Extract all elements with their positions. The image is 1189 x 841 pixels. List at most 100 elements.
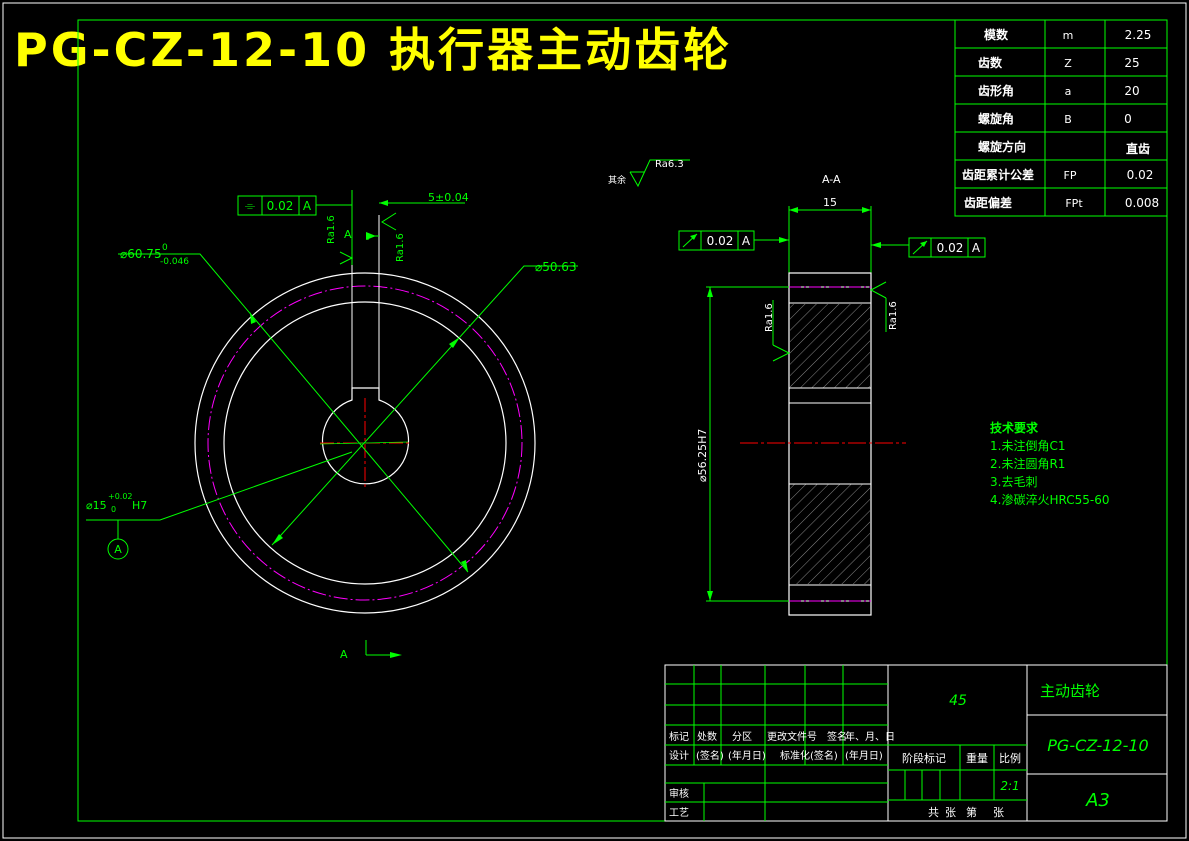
title-block: 标记 处数 分区 更改文件号 签名 年、月、日 设计 (签名) (年月日) 标准… [664, 664, 1168, 822]
tb-drawing-number: PG-CZ-12-10 [1047, 736, 1148, 755]
section-hatch-lower [790, 484, 870, 584]
tech-item: 4.渗碳淬火HRC55-60 [990, 492, 1109, 507]
gear-parameter-table: 模数 m 2.25 齿数 Z 25 齿形角 a 20 螺旋角 B 0 螺旋方向 … [954, 19, 1168, 217]
tb-sheet-unit: 张 [993, 806, 1004, 819]
drawing-title: PG-CZ-12-10 执行器主动齿轮 [14, 23, 733, 77]
tb-date-placeholder: (年月日) [845, 749, 883, 762]
flatness-symbol: ⌯ [245, 199, 256, 214]
param-sym-5: FP [1064, 169, 1077, 182]
key-width-dim: 5±0.04 [428, 191, 469, 204]
tech-item: 3.去毛刺 [990, 475, 1037, 489]
front-view: ⌀60.75 0 -0.046 ⌀50.63 ⌀15 +0.02 0 H7 A … [86, 190, 578, 661]
bore-dia-label: ⌀15 [86, 499, 107, 512]
bore-leader [86, 451, 353, 521]
param-val-3: 0 [1124, 112, 1132, 126]
tb-design-label: 设计 [669, 749, 689, 762]
inner-dia-leader [271, 265, 578, 546]
datum-label: A [114, 543, 122, 556]
runout-frame-left: 0.02 A [678, 230, 789, 251]
technical-requirements: 技术要求 1.未注倒角C1 2.未注圆角R1 3.去毛刺 4.渗碳淬火HRC55… [990, 420, 1109, 507]
param-name-2: 齿形角 [978, 83, 1014, 98]
tb-count-label: 处数 [697, 730, 717, 743]
tb-review-label: 审核 [669, 787, 689, 800]
tb-stage-label: 阶段标记 [902, 751, 946, 765]
param-name-5: 齿距累计公差 [962, 167, 1034, 182]
root-circle [223, 301, 507, 585]
param-name-6: 齿距偏差 [964, 195, 1012, 210]
tb-craft-label: 工艺 [669, 807, 689, 819]
keyway-ra-right: Ra1.6 [395, 233, 406, 262]
tb-change-doc-label: 更改文件号 [767, 730, 817, 743]
param-name-3: 螺旋角 [978, 111, 1014, 126]
rest-roughness-label: 其余 [608, 174, 626, 186]
outer-circle [194, 272, 536, 614]
outer-dia-lower: -0.046 [160, 257, 189, 267]
param-sym-2: a [1065, 85, 1072, 98]
tb-sheets-unit: 张 [945, 806, 956, 819]
tb-zone-label: 分区 [732, 731, 752, 743]
tb-date-label: 年、月、日 [845, 730, 895, 743]
datum-circle [107, 538, 129, 560]
tb-weight-label: 重量 [966, 751, 988, 765]
param-val-2: 20 [1124, 84, 1139, 98]
tb-sign-placeholder: (签名) [810, 749, 838, 762]
param-val-0: 2.25 [1125, 28, 1152, 42]
bore-dia-lower: 0 [111, 505, 116, 514]
tb-scale-label: 比例 [999, 751, 1021, 765]
tb-sheet-index: 第 [966, 805, 977, 819]
pitch-circle [207, 285, 523, 601]
runout-arrow-icon [690, 234, 697, 240]
tech-heading: 技术要求 [990, 420, 1039, 435]
side-section-view: 其余 Ra6.3 A-A 15 0.02 A [608, 159, 986, 616]
bore-keyway [321, 387, 410, 485]
runout-left-tol: 0.02 [707, 234, 734, 248]
flatness-datum: A [303, 199, 312, 213]
tb-mark-label: 标记 [669, 731, 689, 743]
flatness-frame: ⌯ 0.02 A [237, 190, 353, 265]
section-title: A-A [822, 173, 841, 186]
view-arrow-icon [390, 652, 402, 658]
runout-left-datum: A [742, 234, 751, 248]
tb-sign-label: 签名 [827, 730, 847, 743]
tb-date-placeholder: (年月日) [728, 749, 766, 762]
tb-sheet-size: A3 [1085, 790, 1110, 811]
side-ra-right: Ra1.6 [888, 301, 899, 330]
param-name-1: 齿数 [978, 55, 1003, 70]
param-val-4: 直齿 [1126, 141, 1150, 156]
outer-dia-upper: 0 [162, 243, 168, 253]
flatness-tolerance: 0.02 [267, 199, 294, 213]
bore-fit-label: H7 [132, 499, 147, 512]
gear-section-outline [788, 272, 872, 616]
param-sym-6: FPt [1065, 197, 1083, 210]
outer-dia-leader [118, 253, 469, 573]
runout-arrow-icon [920, 241, 927, 247]
tb-scale-value: 2:1 [1000, 779, 1019, 793]
param-val-1: 25 [1124, 56, 1139, 70]
tech-item: 1.未注倒角C1 [990, 438, 1065, 453]
tb-standard-label: 标准化 [780, 749, 810, 762]
tb-part-name: 主动齿轮 [1040, 682, 1100, 700]
tech-item: 2.未注圆角R1 [990, 456, 1065, 471]
runout-right-tol: 0.02 [937, 241, 964, 255]
bore-dia-upper: +0.02 [108, 492, 133, 501]
inner-dia-label: ⌀50.63 [535, 260, 577, 274]
section-hatch-upper [790, 304, 870, 388]
section-marker-top: A [344, 228, 352, 241]
param-sym-0: m [1063, 29, 1074, 42]
tb-material: 45 [949, 693, 967, 709]
tb-sign-placeholder: (签名) [696, 749, 724, 762]
tb-sheets-total: 共 [928, 806, 939, 819]
runout-frame-right: 0.02 A [871, 237, 986, 258]
param-name-0: 模数 [984, 27, 1009, 42]
param-name-4: 螺旋方向 [978, 139, 1026, 154]
width-dimension: 15 [823, 196, 837, 209]
side-ra-left: Ra1.6 [764, 303, 775, 332]
outer-dia-label: ⌀60.75 [120, 247, 162, 261]
runout-right-datum: A [972, 241, 981, 255]
keyway-ra-left: Ra1.6 [326, 215, 337, 244]
rest-roughness-value: Ra6.3 [655, 159, 684, 170]
pitch-dia-dimension: ⌀56.25H7 [696, 429, 709, 482]
param-val-5: 0.02 [1127, 168, 1154, 182]
param-sym-1: Z [1064, 57, 1072, 70]
